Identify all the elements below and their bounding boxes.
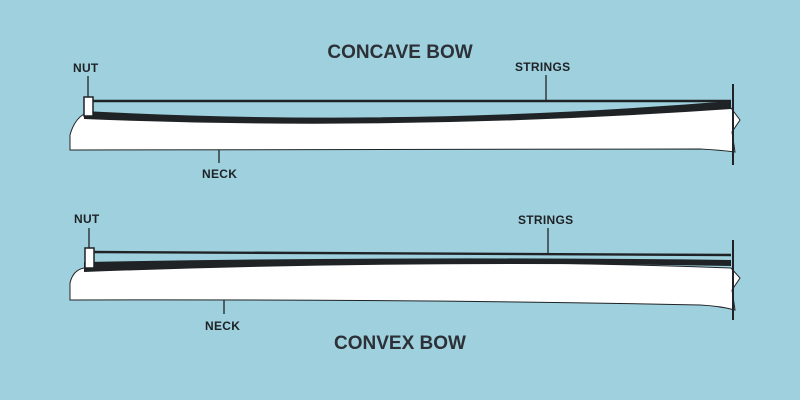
concave-neck-label: NECK [202, 167, 237, 181]
convex-neck-body [69, 261, 741, 311]
convex-nut [84, 247, 95, 269]
concave-fretboard [84, 101, 731, 124]
convex-neck-label: NECK [205, 319, 240, 333]
concave-nut-label: NUT [73, 61, 99, 75]
convex-bow-title: CONVEX BOW [334, 333, 466, 354]
concave-strings-label: STRINGS [515, 60, 570, 74]
concave-bow-figure: CONCAVE BOW NUT STRINGS NECK [69, 42, 741, 181]
convex-strings [91, 250, 732, 257]
concave-nut [83, 96, 94, 117]
concave-bow-title: CONCAVE BOW [327, 42, 472, 63]
convex-fretboard [84, 258, 731, 272]
convex-bow-figure: NUT STRINGS NECK CONVEX BOW [69, 212, 741, 354]
convex-strings-label: STRINGS [518, 213, 573, 227]
convex-nut-label: NUT [74, 212, 100, 226]
